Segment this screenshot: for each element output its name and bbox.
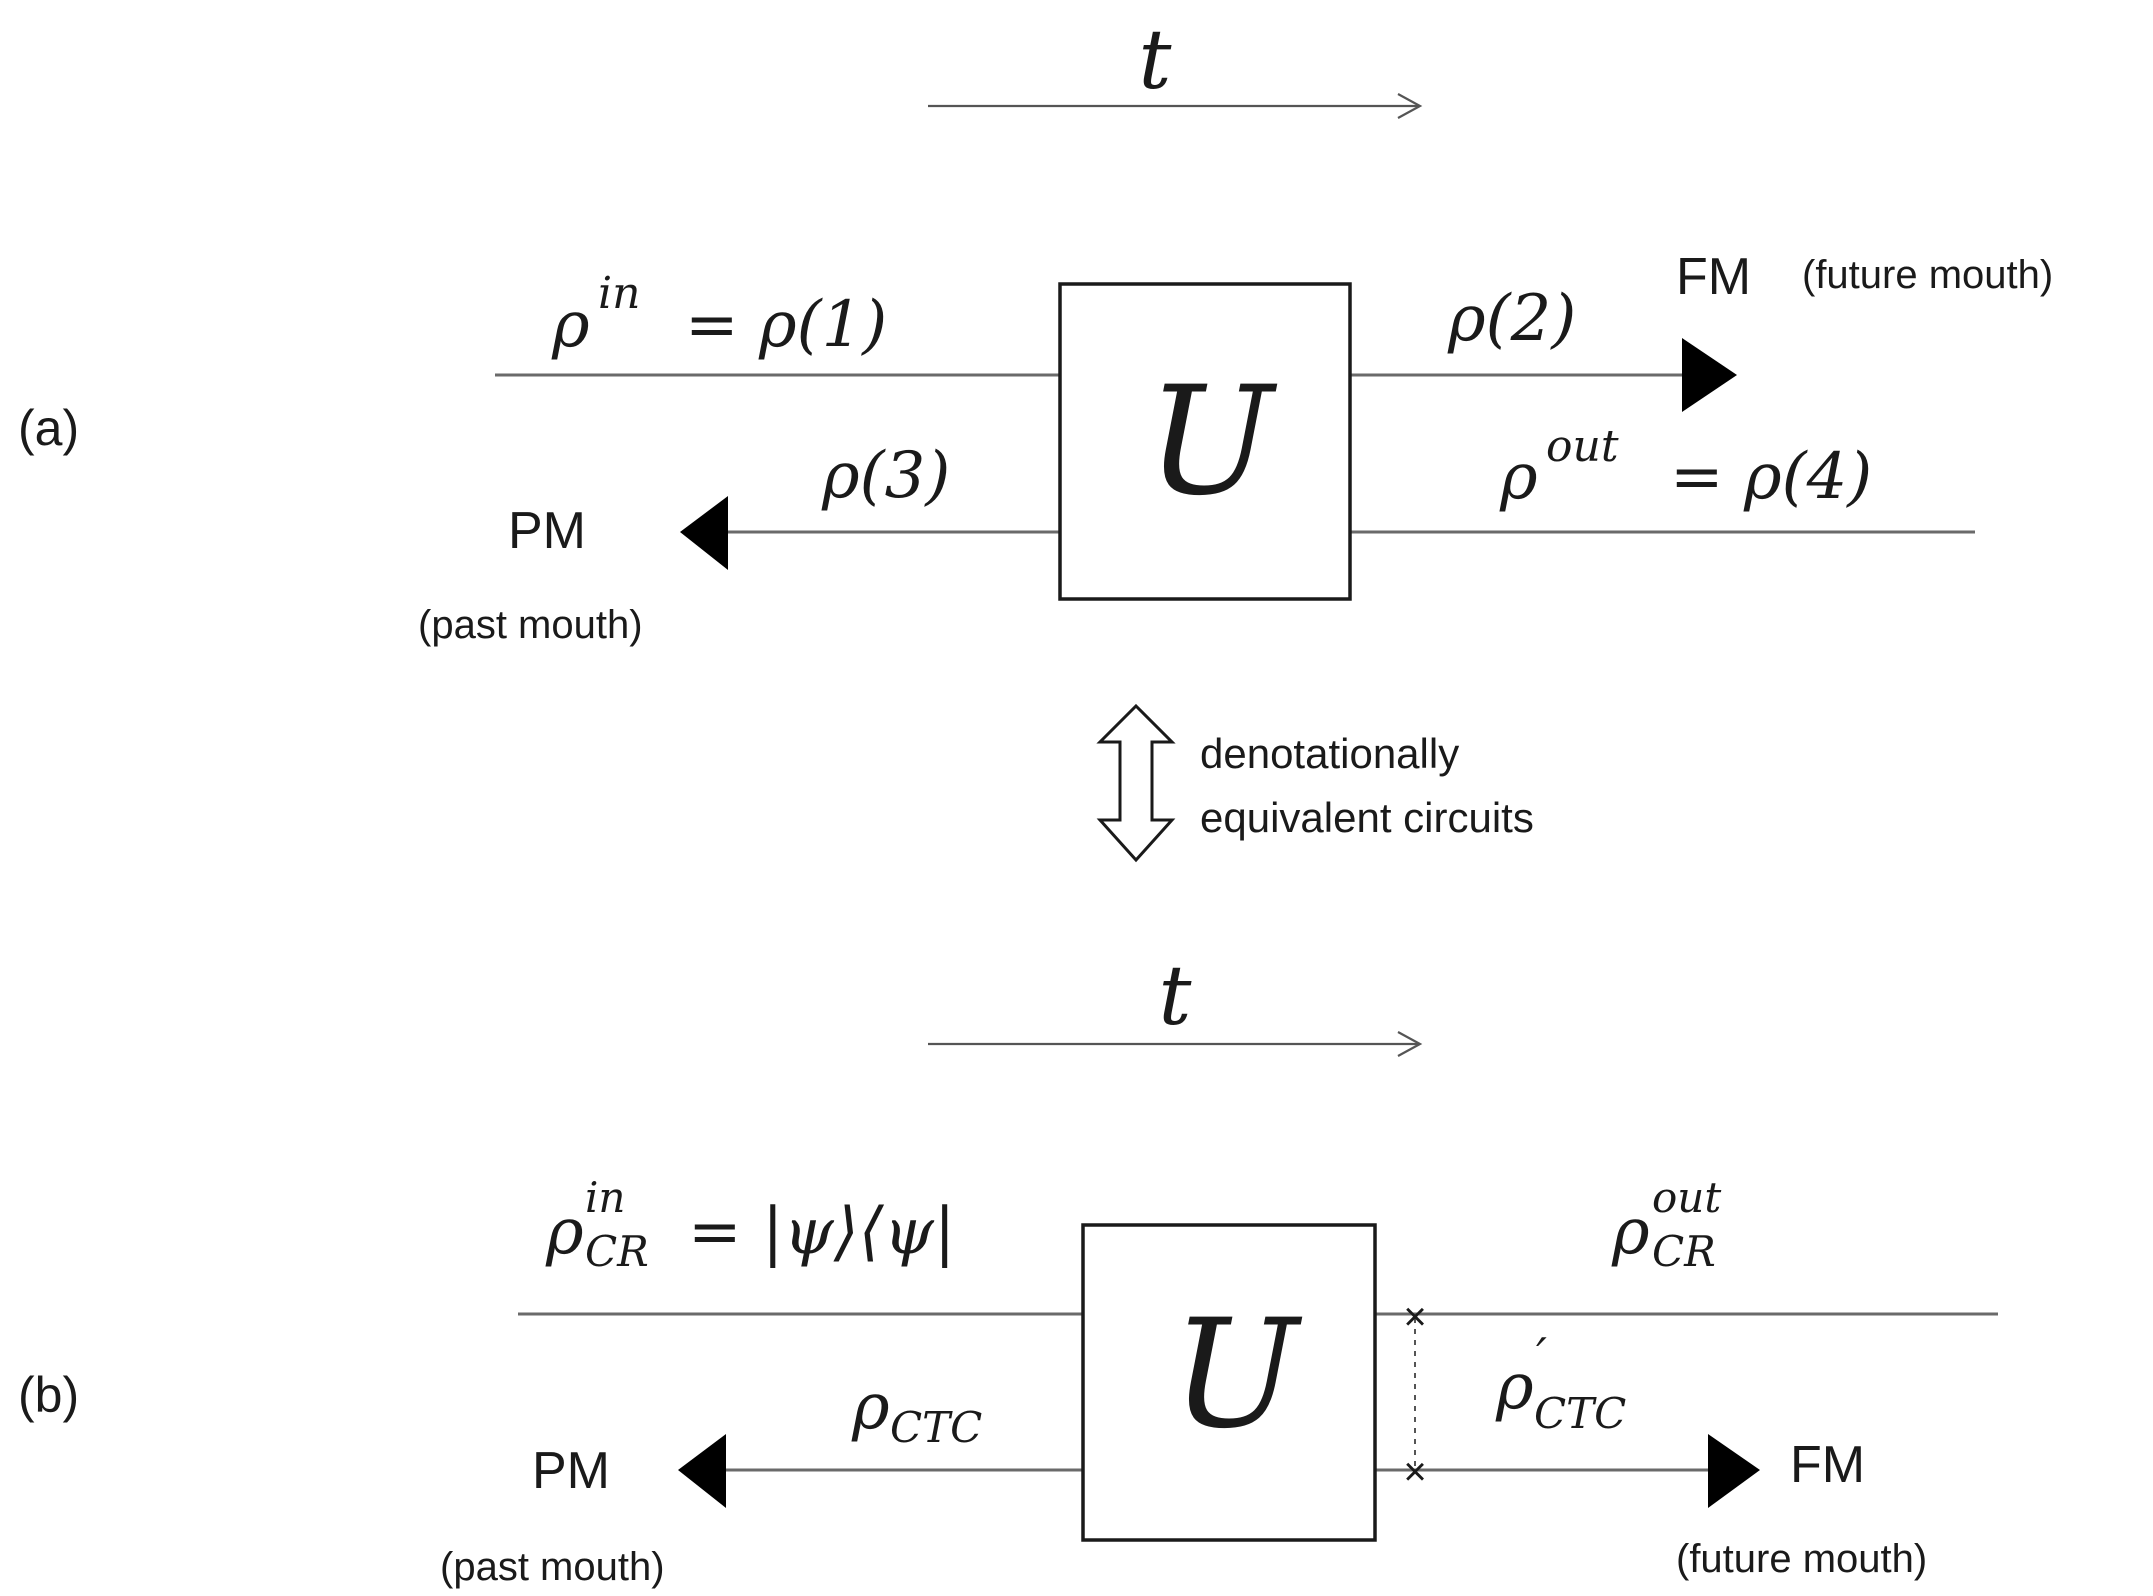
rho-ctc-subscript: CTC [890, 1403, 982, 1452]
rho-in-a-symbol: ρ [551, 288, 590, 362]
panel-a: (a) U ρ in = ρ(1) ρ(2) ρ(3) ρ out = ρ(4)… [18, 248, 2053, 647]
pm-arrow-a-icon [680, 496, 728, 570]
label-rho-ctc-prime: ρ ′ CTC [1495, 1328, 1626, 1438]
equivalence-line-2: equivalent circuits [1200, 794, 1534, 841]
time-arrow-b-head [1397, 1031, 1423, 1057]
panel-b: (b) U × × ρ in CR = |ψ⟩⟨ψ| ρ out CR [18, 1173, 1998, 1589]
pm-label-b: PM [532, 1442, 610, 1500]
equivalence-indicator: denotationally equivalent circuits [1096, 703, 1534, 863]
label-rho-ctc: ρ CTC [851, 1370, 982, 1452]
swap-gate: × × [1403, 1295, 1426, 1494]
label-rho-cr-in: ρ in CR = |ψ⟩⟨ψ| [545, 1173, 955, 1276]
rho-out-a-value: = ρ(4) [1670, 440, 1872, 514]
rho-ctc-prime-symbol: ρ [1495, 1350, 1534, 1424]
label-rho-out-a: ρ out = ρ(4) [1499, 421, 1872, 514]
label-rho-in-a: ρ in = ρ(1) [551, 268, 887, 362]
unitary-gate-b [1081, 1223, 1377, 1542]
rho-cr-in-superscript: in [585, 1173, 625, 1222]
label-rho-3: ρ(3) [821, 439, 950, 513]
rho-ctc-prime-superscript: ′ [1536, 1328, 1547, 1384]
label-rho-cr-out: ρ out CR [1611, 1173, 1721, 1276]
rho-cr-out-symbol: ρ [1611, 1195, 1650, 1269]
time-arrow-a: t [928, 13, 1423, 119]
rho-in-a-superscript: in [598, 268, 640, 319]
rho-in-a-value: = ρ(1) [685, 288, 887, 362]
time-label-b: t [1159, 949, 1193, 1044]
time-arrow-a-head [1397, 93, 1423, 119]
swap-mark-bottom: × [1403, 1450, 1426, 1494]
rho-ctc-prime-subscript: CTC [1534, 1389, 1626, 1438]
rho-cr-in-subscript: CR [585, 1227, 649, 1276]
pm-arrow-b-icon [678, 1434, 726, 1508]
pm-label-a: PM [508, 502, 586, 560]
rho-cr-in-symbol: ρ [545, 1195, 584, 1269]
rho-out-a-superscript: out [1546, 421, 1619, 472]
fm-note-a: (future mouth) [1802, 253, 2053, 297]
panel-a-label: (a) [18, 400, 79, 456]
equivalence-line-1: denotationally [1200, 730, 1459, 777]
fm-note-b: (future mouth) [1676, 1537, 1927, 1581]
rho-ctc-symbol: ρ [851, 1370, 890, 1444]
time-arrow-b: t [928, 949, 1423, 1057]
double-arrow-icon [1096, 703, 1176, 863]
pm-note-a: (past mouth) [418, 603, 643, 647]
rho-cr-in-value: = |ψ⟩⟨ψ| [688, 1195, 955, 1269]
rho-out-a-symbol: ρ [1499, 440, 1538, 514]
unitary-gate-a [1058, 282, 1352, 601]
rho-cr-out-superscript: out [1652, 1173, 1721, 1222]
fm-label-a: FM [1676, 248, 1751, 306]
fm-label-b: FM [1790, 1436, 1865, 1494]
rho-cr-out-subscript: CR [1652, 1227, 1716, 1276]
pm-note-b: (past mouth) [440, 1545, 665, 1589]
fm-arrow-a-icon [1682, 338, 1737, 412]
label-rho-2: ρ(2) [1447, 282, 1576, 356]
panel-b-label: (b) [18, 1367, 79, 1423]
gate-a-label: U [1147, 355, 1278, 529]
fm-arrow-b-icon [1708, 1434, 1760, 1508]
time-label-a: t [1139, 13, 1173, 108]
gate-b-label: U [1172, 1288, 1303, 1462]
swap-mark-top: × [1403, 1295, 1426, 1339]
